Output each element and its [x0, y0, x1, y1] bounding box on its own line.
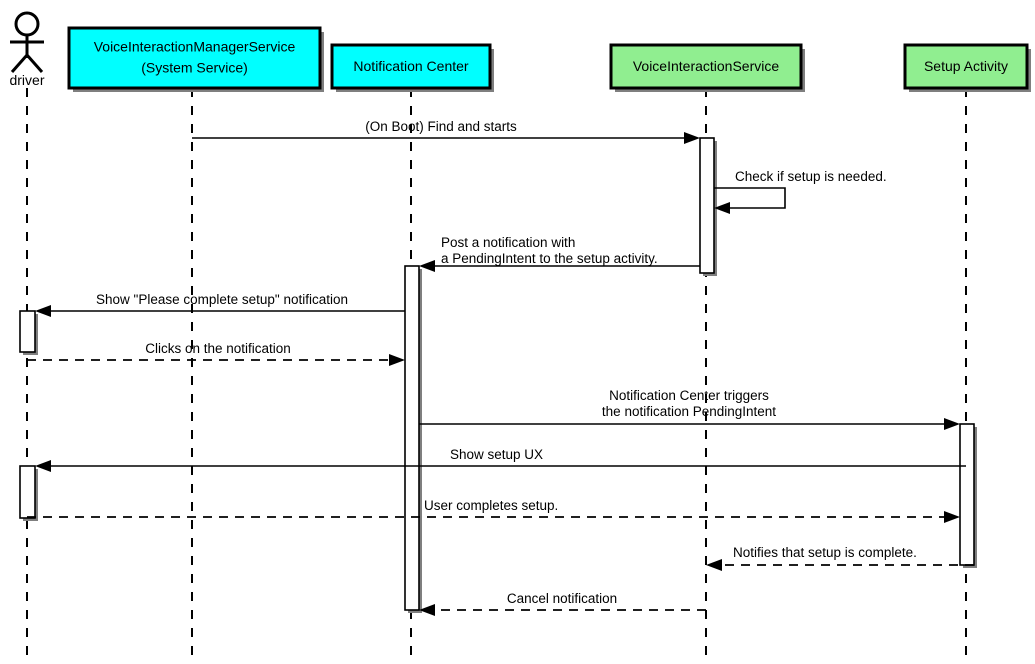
participant-label-vims-line1: VoiceInteractionManagerService — [94, 39, 296, 55]
activation-voice-interaction-service-1 — [699, 137, 717, 276]
message-label: Notifies that setup is complete. — [733, 545, 917, 560]
participant-label-voice-interaction-service: VoiceInteractionService — [633, 58, 780, 74]
activation-box — [19, 465, 36, 519]
arrow-head-left — [714, 202, 730, 214]
participant-box-setup-activity[interactable] — [903, 43, 1029, 90]
message-cancel-notification: Cancel notification — [419, 591, 706, 616]
message-check-if-setup-is-needed: Check if setup is needed. — [714, 169, 887, 214]
message-line-self — [714, 187, 786, 209]
activation-notification-center-1 — [404, 265, 422, 613]
participant-notification-center[interactable]: Notification Center — [330, 43, 494, 92]
arrow-head-right — [944, 511, 960, 523]
message-label: User completes setup. — [424, 498, 558, 513]
arrow-head-left — [419, 604, 435, 616]
message-label: Clicks on the notification — [145, 341, 291, 356]
participant-setup-activity[interactable]: Setup Activity — [903, 43, 1031, 92]
message-label-line1: Post a notification with — [441, 235, 575, 250]
participant-label-driver: driver — [9, 72, 44, 88]
message-notification-center-triggers-pendingintent: Notification Center triggers the notific… — [419, 388, 960, 430]
message-user-completes-setup: User completes setup. — [27, 498, 960, 523]
arrow-head-left — [706, 559, 722, 571]
arrow-head-left — [35, 460, 51, 472]
activation-box — [699, 137, 715, 274]
message-label: Cancel notification — [507, 591, 617, 606]
message-label: Show setup UX — [450, 447, 543, 462]
participant-box-vims[interactable] — [67, 26, 322, 90]
activation-box — [959, 423, 975, 566]
participant-box-voice-interaction-service[interactable] — [609, 43, 803, 90]
participant-label-setup-activity: Setup Activity — [924, 58, 1008, 74]
message-label: Show "Please complete setup" notificatio… — [96, 292, 348, 307]
participant-box-notification-center[interactable] — [330, 43, 492, 90]
message-label: Check if setup is needed. — [735, 169, 887, 184]
activation-bars — [19, 137, 977, 613]
activation-box — [404, 265, 420, 611]
arrow-head-left — [419, 260, 435, 272]
actor-head-icon — [14, 11, 40, 37]
activation-driver-1 — [19, 310, 38, 355]
arrow-head-left — [35, 305, 51, 317]
message-show-please-complete-setup-notification: Show "Please complete setup" notificatio… — [35, 292, 405, 317]
message-label: (On Boot) Find and starts — [365, 119, 517, 134]
message-label-line2: the notification PendingIntent — [602, 404, 776, 419]
participant-vims[interactable]: VoiceInteractionManagerService (System S… — [67, 26, 324, 92]
participant-label-notification-center: Notification Center — [353, 58, 469, 74]
message-on-boot-find-and-starts: (On Boot) Find and starts — [192, 119, 700, 144]
activation-driver-2 — [19, 465, 38, 521]
message-clicks-on-the-notification: Clicks on the notification — [27, 341, 405, 366]
message-label-line1: Notification Center triggers — [609, 388, 769, 403]
arrow-head-right — [684, 132, 700, 144]
activation-box — [19, 310, 36, 353]
message-post-a-notification: Post a notification with a PendingIntent… — [419, 235, 700, 272]
message-notifies-that-setup-is-complete: Notifies that setup is complete. — [706, 545, 974, 571]
actor-leg-left-icon — [10, 54, 29, 73]
arrow-head-right — [944, 418, 960, 430]
actor-leg-right-icon — [25, 54, 44, 73]
participant-label-vims-line2: (System Service) — [141, 60, 248, 76]
participant-voice-interaction-service[interactable]: VoiceInteractionService — [609, 43, 805, 92]
arrow-head-right — [389, 354, 405, 366]
activation-setup-activity-1 — [959, 423, 977, 568]
participant-driver[interactable]: driver — [9, 11, 45, 88]
message-show-setup-ux: Show setup UX — [35, 447, 966, 472]
message-label-line2: a PendingIntent to the setup activity. — [441, 251, 658, 266]
